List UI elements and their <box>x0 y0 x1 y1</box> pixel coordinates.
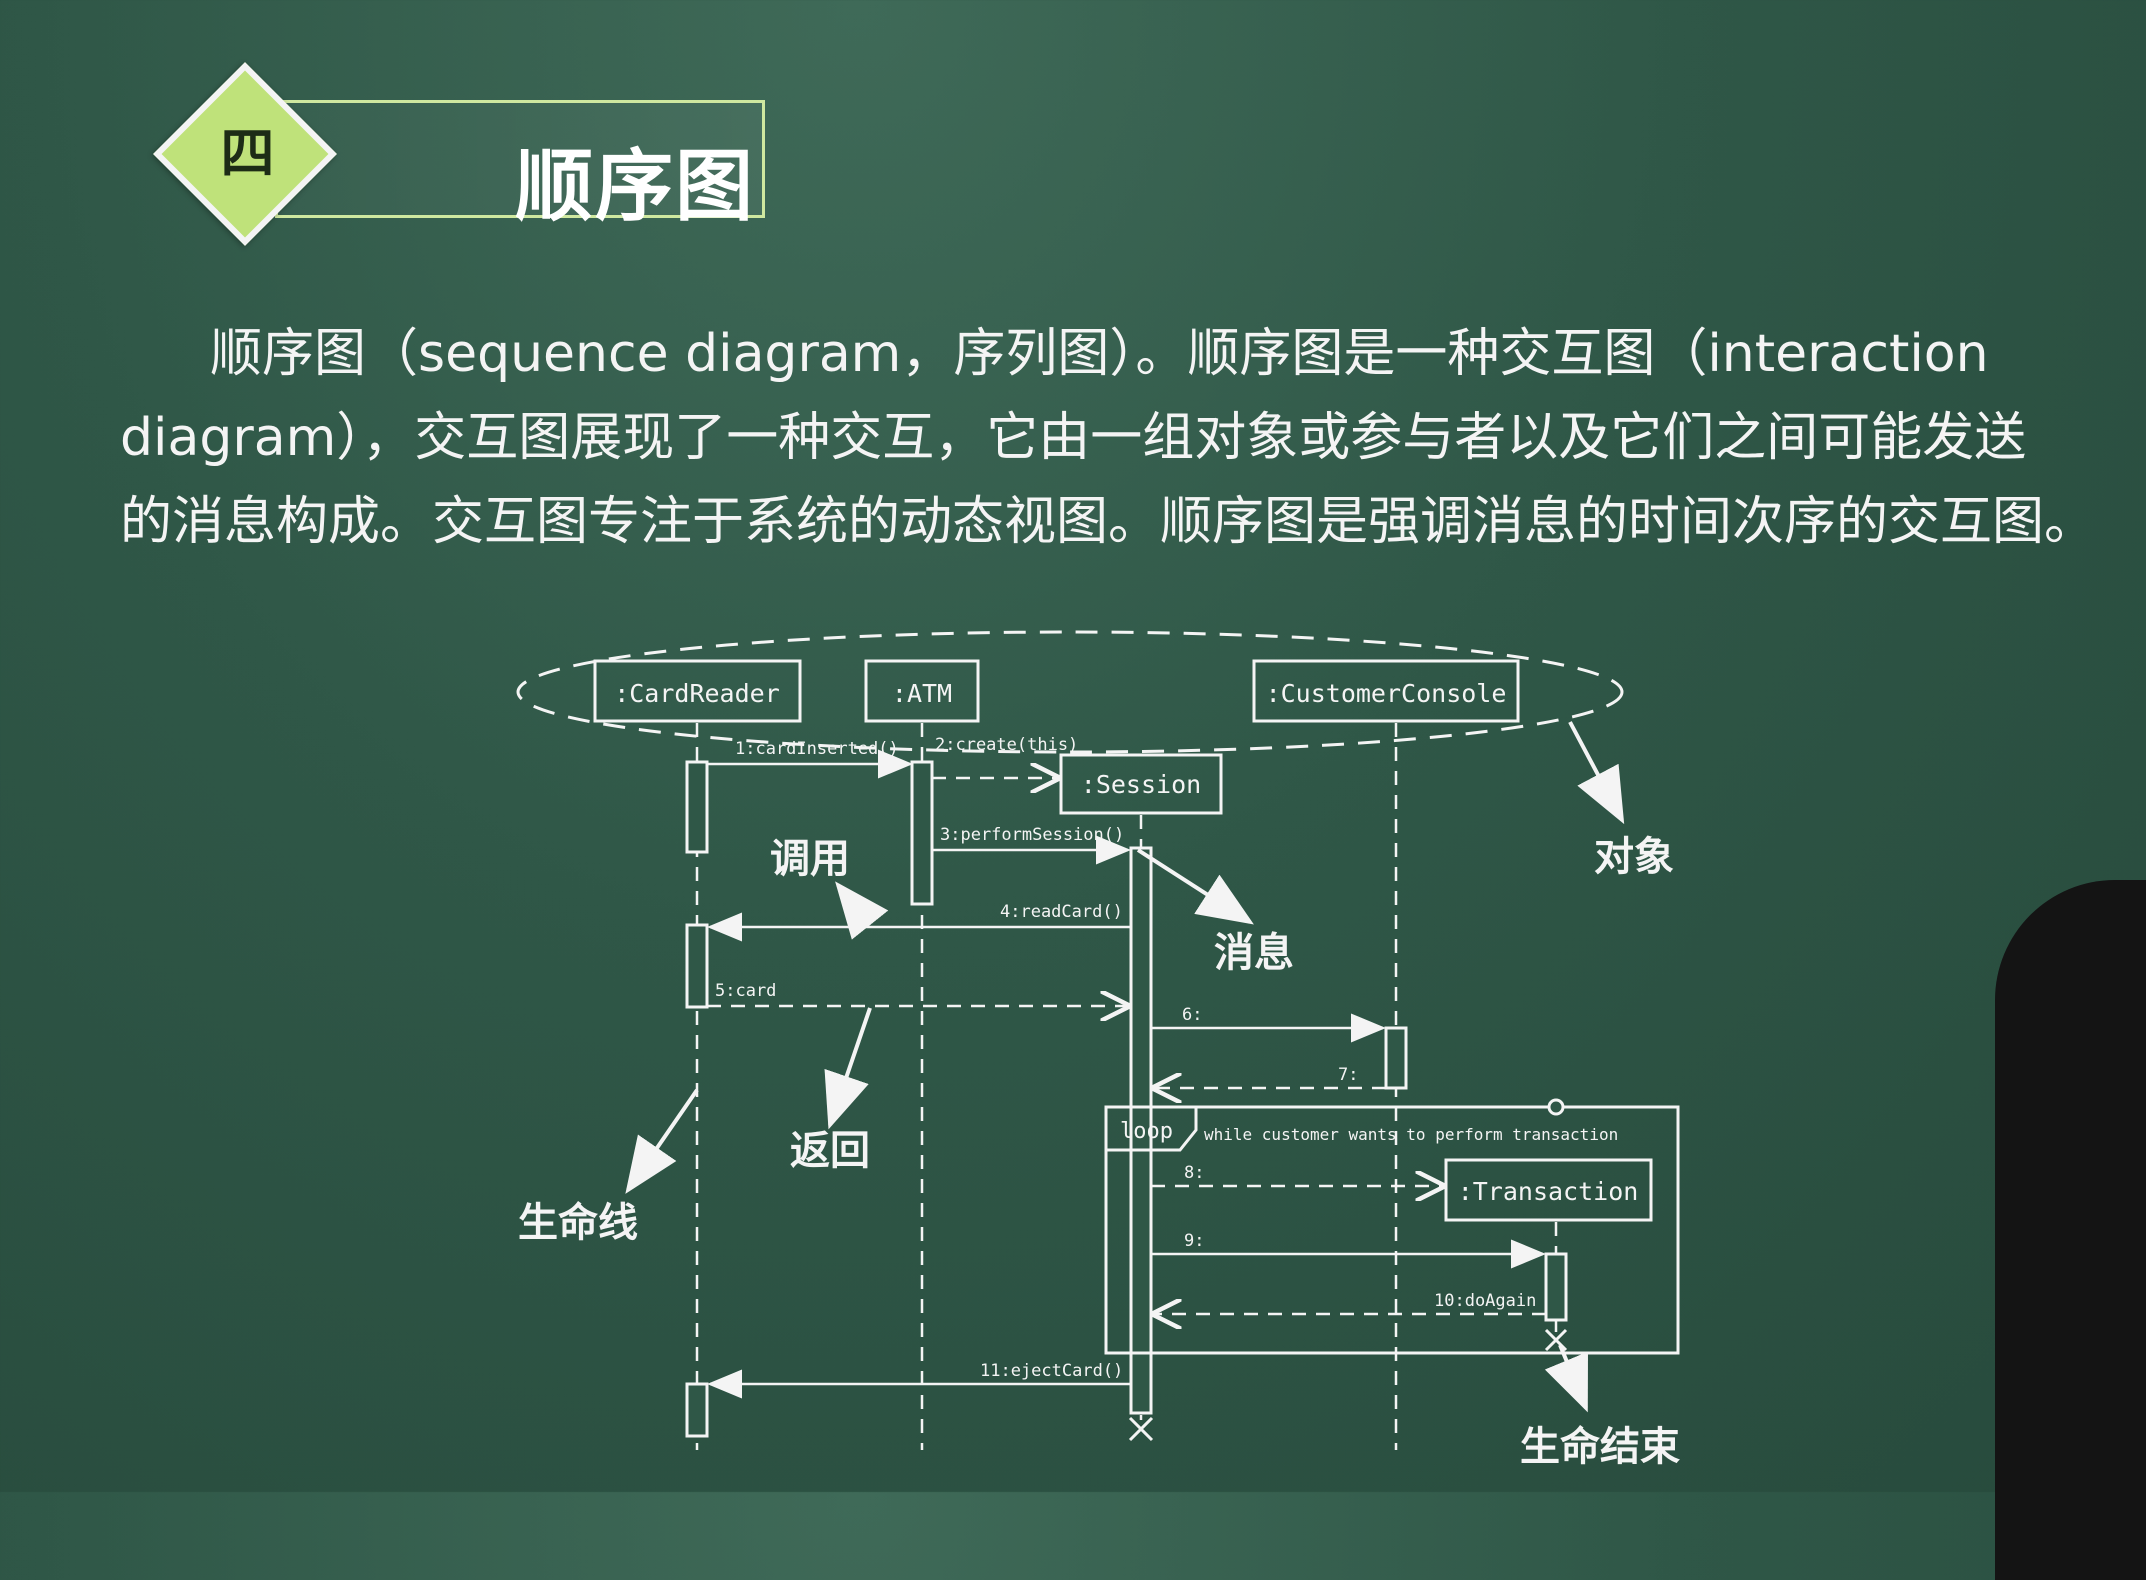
sequence-diagram: :CardReader :ATM :CustomerConsole :Sessi… <box>516 630 1680 1470</box>
lifeline-annotation: 生命线 <box>518 1200 638 1246</box>
msg-3-label: 3:performSession() <box>940 825 1124 845</box>
msg-4-label: 4:readCard() <box>1000 902 1123 922</box>
msg-1-label: 1:cardInserted() <box>735 739 899 759</box>
paragraph-line-3: 的消息构成。交互图专注于系统的动态视图。顺序图是强调消息的时间次序的交互图。 <box>120 492 2097 552</box>
objects-annotation: 对象 <box>1594 834 1674 880</box>
loop-label: loop <box>1120 1119 1173 1144</box>
msg-8-label: 8: <box>1184 1163 1204 1183</box>
paragraph-line-1: 顺序图（sequence diagram，序列图）。顺序图是一种交互图（inte… <box>210 324 1989 384</box>
objects-annotation-arrow <box>1568 721 1625 825</box>
customerconsole-box <box>1252 659 1520 723</box>
msg-7-label: 7: <box>1338 1065 1358 1085</box>
session-label: :Session <box>1081 770 1201 799</box>
msg-10-label: 10:doAgain <box>1434 1291 1536 1311</box>
msg-2-label: 2:create(this) <box>935 735 1078 755</box>
title-bar <box>275 100 765 218</box>
cardreader-activation-1 <box>685 760 709 854</box>
cardreader-label: :CardReader <box>614 679 780 708</box>
call-annotation: 调用 <box>770 836 850 882</box>
transaction-label: :Transaction <box>1458 1177 1639 1206</box>
end-annotation-arrow <box>1544 1344 1588 1413</box>
objects-ellipse <box>516 630 1624 754</box>
transaction-activation <box>1544 1252 1568 1322</box>
section-title: 顺序图 <box>515 142 756 232</box>
message-annotation-arrow <box>1136 848 1254 925</box>
msg-5-label: 5:card <box>715 981 776 1001</box>
cardreader-box <box>593 659 802 723</box>
description-paragraph: 顺序图（sequence diagram，序列图）。顺序图是一种交互图（inte… <box>120 312 2140 564</box>
message-annotation: 消息 <box>1214 930 1294 976</box>
loop-tab <box>1104 1107 1198 1152</box>
return-annotation-arrow <box>824 1007 872 1130</box>
lifeline-annotation-arrow <box>625 1088 699 1194</box>
msg-9-label: 9: <box>1184 1231 1204 1251</box>
customerconsole-activation <box>1384 1026 1408 1090</box>
loop-marker-dot <box>1547 1098 1565 1116</box>
atm-box <box>864 659 980 723</box>
transaction-box <box>1444 1158 1653 1222</box>
atm-activation <box>910 760 934 906</box>
paragraph-line-2: diagram），交互图展现了一种交互，它由一组对象或参与者以及它们之间可能发送 <box>120 408 2027 468</box>
presenter-silhouette <box>1995 880 2146 1580</box>
end-of-life-annotation: 生命结束 <box>1520 1424 1680 1470</box>
loop-guard: while customer wants to perform transact… <box>1204 1125 1618 1144</box>
call-annotation-arrow <box>835 881 889 940</box>
loop-fragment <box>1104 1105 1680 1355</box>
atm-label: :ATM <box>892 679 952 708</box>
msg-11-label: 11:ejectCard() <box>980 1361 1123 1381</box>
customerconsole-label: :CustomerConsole <box>1266 679 1507 708</box>
session-destroy-mark <box>1128 1416 1154 1442</box>
session-box <box>1059 753 1223 815</box>
section-badge: 顺序图 四 <box>153 62 785 254</box>
cardreader-activation-3 <box>685 1382 709 1438</box>
cardreader-activation-2 <box>685 923 709 1009</box>
msg-6-label: 6: <box>1182 1005 1202 1025</box>
transaction-destroy-mark <box>1544 1328 1568 1352</box>
section-number: 四 <box>220 122 275 185</box>
session-activation <box>1129 846 1153 1415</box>
return-annotation: 返回 <box>790 1128 870 1174</box>
